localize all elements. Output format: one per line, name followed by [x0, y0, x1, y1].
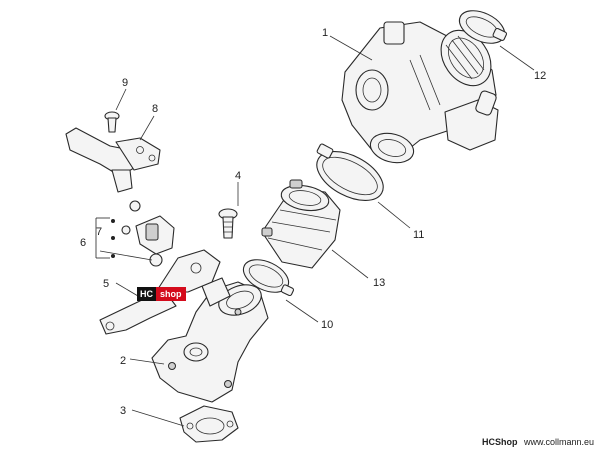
callout-10: 10: [321, 319, 333, 331]
callout-2: 2: [120, 355, 126, 367]
bolt-part: [218, 208, 238, 239]
site-credit: HCShop www.collmann.eu: [482, 437, 594, 447]
sensor-assembly-part: [121, 200, 175, 267]
actuator-cable-part: [65, 127, 161, 193]
leader-lines: [99, 35, 535, 427]
callout-9: 9: [122, 77, 128, 89]
hose-clamp-large-part: [458, 10, 508, 44]
callout-5: 5: [103, 278, 109, 290]
watermark-shop: shop: [156, 287, 186, 301]
callout-labels: 1 2 3 4 5 6 7 8 9 10 11 12 13: [80, 27, 546, 417]
callout-3: 3: [120, 405, 126, 417]
hose-clamp-middle-part: [316, 143, 384, 201]
callout-12: 12: [534, 70, 546, 82]
intake-sleeve-part: [261, 179, 341, 269]
callout-13: 13: [373, 277, 385, 289]
screw-part: [104, 111, 120, 133]
callout-8: 8: [152, 103, 158, 115]
callout-6: 6: [80, 237, 86, 249]
hose-clamp-small-part: [242, 259, 295, 297]
watermark-hc: HC: [137, 287, 156, 301]
mounting-bracket-part: [99, 249, 221, 335]
credit-brand: HCShop: [481, 437, 518, 447]
callout-4: 4: [235, 170, 241, 182]
hcshop-watermark: HC shop: [137, 287, 186, 301]
callout-1: 1: [322, 27, 328, 39]
callout-7: 7: [96, 226, 102, 238]
manifold-gasket-part: [179, 405, 239, 443]
group-bracket-7: [95, 217, 115, 259]
callout-11: 11: [413, 229, 424, 241]
throttle-body-part: [341, 21, 499, 164]
intake-manifold-part: [151, 277, 269, 403]
credit-url[interactable]: www.collmann.eu: [523, 437, 594, 447]
